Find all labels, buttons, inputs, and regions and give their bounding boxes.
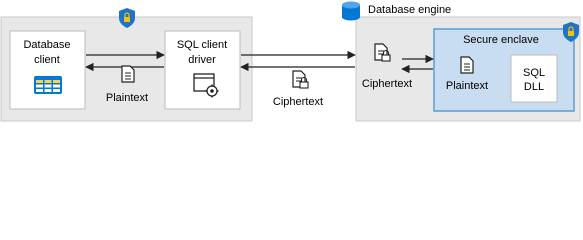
sql-client-driver-label-line2: driver — [188, 54, 216, 66]
shield-lock-icon-enclave — [563, 22, 579, 42]
database-cylinder-icon — [342, 1, 360, 21]
window-gear-icon — [193, 73, 219, 98]
sql-dll-label-line1: SQL — [523, 67, 545, 79]
secure-enclave-label: Secure enclave — [463, 34, 539, 46]
locked-document-icon-right — [374, 43, 391, 62]
database-client-label-line1: Database — [23, 39, 70, 51]
diagram-canvas: Database client SQL client driver — [0, 1, 581, 122]
spreadsheet-app-icon — [34, 76, 62, 94]
database-engine-label: Database engine — [368, 4, 451, 16]
ciphertext-middle-label: Ciphertext — [273, 96, 323, 108]
database-client-box — [9, 30, 86, 110]
ciphertext-right-label: Ciphertext — [362, 78, 412, 90]
database-client-label-line2: client — [34, 54, 60, 66]
plaintext-left-label: Plaintext — [106, 92, 148, 104]
locked-document-icon-middle — [292, 70, 309, 89]
document-icon-left — [121, 65, 135, 83]
sql-client-driver-box — [164, 30, 241, 110]
document-icon-enclave — [460, 56, 474, 74]
sql-dll-box — [510, 54, 558, 103]
sql-dll-label-line2: DLL — [524, 81, 544, 93]
shield-lock-icon-client — [119, 8, 135, 28]
sql-client-driver-label-line1: SQL client — [177, 39, 227, 51]
plaintext-enclave-label: Plaintext — [446, 80, 488, 92]
